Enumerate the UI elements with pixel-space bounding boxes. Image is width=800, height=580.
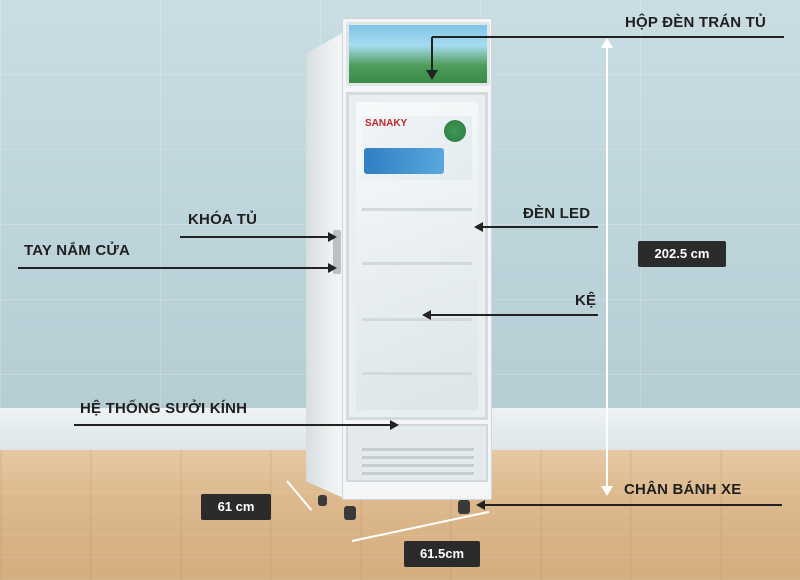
arrow-left-icon [422,310,431,320]
width-tag: 61.5cm [404,541,480,567]
vent-slat [362,448,474,451]
label-chan-banh: CHÂN BÁNH XE [624,481,742,498]
label-den-led: ĐÈN LED [523,205,591,222]
height-tag: 202.5 cm [638,241,726,267]
leader-line [431,37,433,71]
shelf [362,318,472,321]
arrow-down-icon [426,70,438,80]
fridge-side-panel [306,30,348,500]
arrow-left-icon [476,500,485,510]
arrow-right-icon [390,420,399,430]
fridge-lightbox [346,22,490,86]
wheel-icon [318,495,327,506]
leader-line [180,236,330,238]
door-handle [333,230,341,274]
leader-line [482,226,598,228]
label-khoa-tu: KHÓA TỦ [188,211,258,228]
arrow-left-icon [474,222,483,232]
label-suoi-kinh: HỆ THỐNG SƯỞI KÍNH [80,400,248,417]
wheel-icon [344,506,356,520]
vent-slat [362,464,474,467]
leader-line [432,36,784,38]
shelf [362,262,472,265]
arrow-down-icon [601,486,613,496]
shelf [362,372,472,375]
label-hop-den: HỘP ĐÈN TRÁN TỦ [625,14,767,31]
brand-badge-icon [444,120,466,142]
arrow-right-icon [328,232,337,242]
leader-line [430,314,598,316]
inverter-sticker [364,148,444,174]
label-tay-nam: TAY NẮM CỬA [24,242,131,259]
arrow-right-icon [328,263,337,273]
brand-logo: SANAKY [365,118,408,129]
shelf [362,208,472,211]
arrow-up-icon [601,38,613,48]
leader-line [18,267,330,269]
leader-line [484,504,782,506]
depth-tag: 61 cm [201,494,271,520]
leader-line [74,424,392,426]
label-ke: KỆ [575,292,597,309]
vent-slat [362,456,474,459]
vent-slat [362,472,474,475]
wheel-icon [458,500,470,514]
height-dimension-line [606,44,608,490]
